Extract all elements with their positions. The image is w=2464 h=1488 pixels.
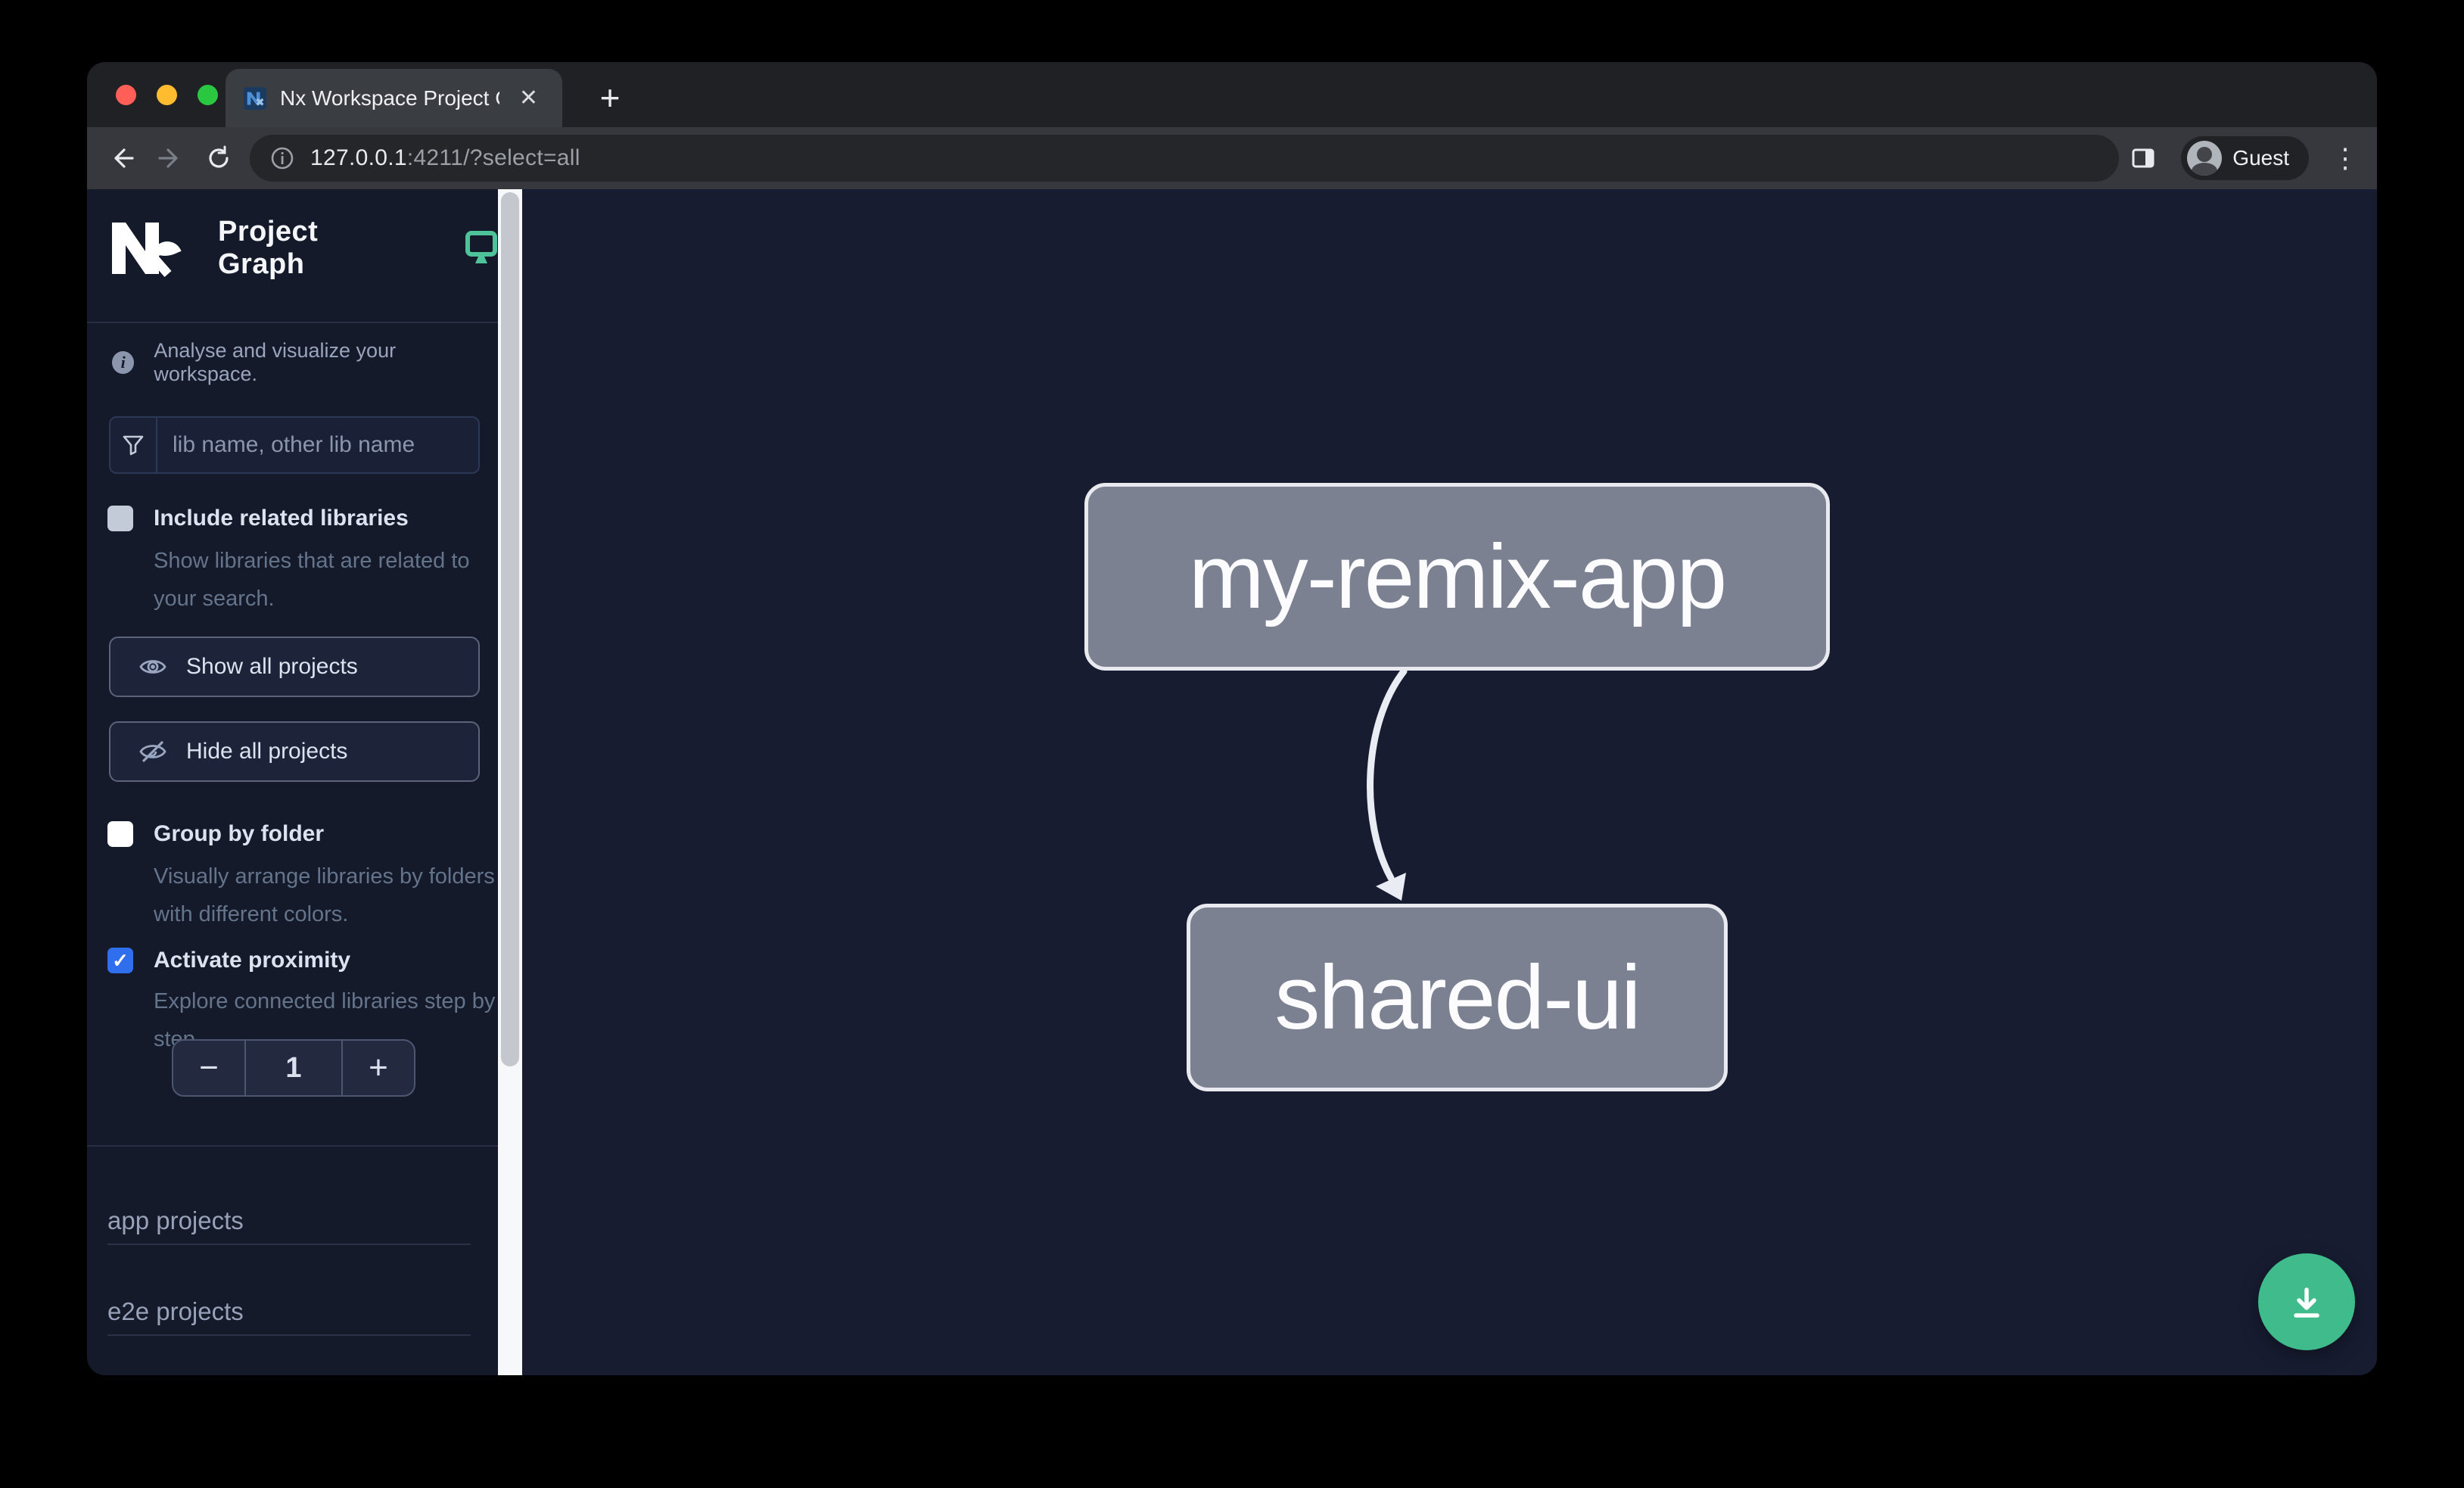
browser-tab[interactable]: Nx Workspace Project Graph ✕ — [226, 69, 562, 127]
option-group-by-folder[interactable]: ✓ Group by folder — [87, 820, 498, 848]
graph-canvas[interactable]: my-remix-app shared-ui — [522, 189, 2377, 1375]
download-graph-button[interactable] — [2258, 1253, 2355, 1350]
graph-node-shared-ui[interactable]: shared-ui — [1187, 904, 1728, 1091]
section-app-projects[interactable]: app projects — [107, 1206, 244, 1234]
back-icon[interactable] — [101, 137, 143, 179]
include-related-checkbox[interactable]: ✓ — [107, 506, 133, 531]
sidebar-scrollbar[interactable] — [498, 189, 522, 1375]
increment-button[interactable]: + — [341, 1041, 414, 1095]
option-description: Show libraries that are related to your … — [154, 549, 470, 611]
close-window-button[interactable] — [116, 85, 136, 105]
eye-icon — [139, 660, 166, 674]
tab-title: Nx Workspace Project Graph — [280, 86, 499, 110]
forward-icon[interactable] — [149, 137, 191, 179]
option-label: Include related libraries — [154, 506, 409, 531]
avatar-icon — [2187, 141, 2223, 176]
activate-proximity-checkbox[interactable]: ✓ — [107, 948, 133, 973]
stepper-value: 1 — [285, 1051, 302, 1084]
divider — [87, 322, 498, 323]
option-include-related[interactable]: ✓ Include related libraries — [87, 504, 498, 533]
url-bar[interactable]: 127.0.0.1:4211/?select=all — [250, 135, 2119, 182]
option-description: Visually arrange libraries by folders wi… — [154, 864, 495, 926]
download-icon — [2294, 1287, 2319, 1318]
side-panel-icon[interactable] — [2122, 137, 2164, 179]
page-title: Project Graph — [218, 216, 319, 280]
monitor-icon — [465, 230, 498, 266]
proximity-stepper: − 1 + — [172, 1039, 415, 1097]
group-by-folder-checkbox[interactable]: ✓ — [107, 821, 133, 847]
edge-my-remix-app-to-shared-ui — [1367, 668, 1408, 901]
browser-menu-icon[interactable]: ⋮ — [2332, 142, 2359, 173]
option-label: Group by folder — [154, 821, 324, 846]
info-icon: i — [112, 351, 135, 374]
window-controls — [116, 85, 218, 105]
new-tab-button[interactable]: + — [599, 78, 621, 117]
search-input[interactable] — [157, 432, 478, 458]
filter-icon — [110, 418, 157, 472]
section-rule — [107, 1244, 471, 1245]
tab-close-icon[interactable]: ✕ — [518, 86, 538, 111]
section-rule — [107, 1334, 471, 1336]
tab-strip: Nx Workspace Project Graph ✕ + — [87, 62, 2377, 127]
decrement-button[interactable]: − — [173, 1041, 246, 1095]
tagline-row: i Analyse and visualize your workspace. — [87, 339, 498, 386]
url-text: 127.0.0.1:4211/?select=all — [310, 145, 580, 170]
minimize-window-button[interactable] — [157, 85, 177, 105]
show-all-projects-button[interactable]: Show all projects — [109, 637, 480, 697]
option-label: Activate proximity — [154, 948, 351, 973]
maximize-window-button[interactable] — [198, 85, 218, 105]
eye-off-icon — [139, 740, 166, 763]
profile-button[interactable]: Guest — [2181, 136, 2309, 180]
browser-window: Nx Workspace Project Graph ✕ + 127.0.0.1… — [87, 62, 2377, 1375]
hide-all-projects-label: Hide all projects — [186, 739, 348, 764]
divider — [87, 1145, 498, 1147]
scrollbar-thumb[interactable] — [501, 192, 519, 1066]
hide-all-projects-button[interactable]: Hide all projects — [109, 721, 480, 782]
show-all-projects-label: Show all projects — [186, 654, 358, 679]
reload-icon[interactable] — [198, 137, 240, 179]
sidebar: Project Graph i Analyse and visualize yo… — [87, 189, 498, 1375]
profile-label: Guest — [2232, 146, 2289, 170]
section-e2e-projects[interactable]: e2e projects — [107, 1297, 244, 1325]
site-info-icon[interactable] — [269, 145, 295, 171]
browser-toolbar: 127.0.0.1:4211/?select=all Guest ⋮ — [87, 127, 2377, 189]
option-activate-proximity[interactable]: ✓ Activate proximity — [87, 946, 498, 975]
nx-project-graph-page: Project Graph i Analyse and visualize yo… — [87, 189, 2377, 1375]
graph-node-my-remix-app[interactable]: my-remix-app — [1084, 483, 1830, 671]
tagline-text: Analyse and visualize your workspace. — [154, 339, 397, 385]
sidebar-header: Project Graph — [87, 216, 498, 280]
search-box — [109, 416, 480, 474]
nx-favicon-icon — [244, 86, 266, 110]
nx-logo — [107, 219, 183, 277]
